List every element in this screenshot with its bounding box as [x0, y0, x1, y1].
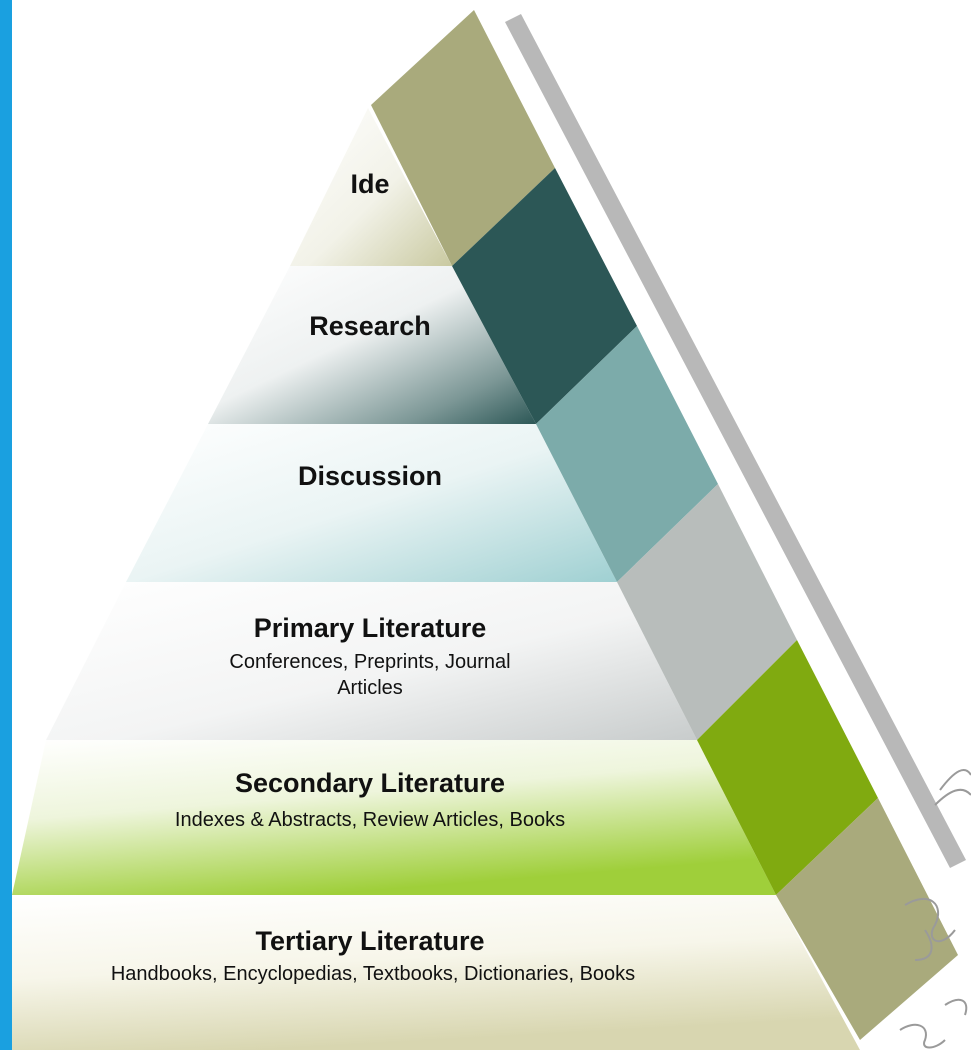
tier-research	[208, 266, 536, 424]
watermark-outline	[899, 769, 971, 1049]
tier-discussion	[126, 424, 617, 582]
level-primary-title: Primary Literature	[253, 613, 487, 643]
level-primary-subtitle-line2: Articles	[337, 677, 403, 699]
level-research-title: Research	[309, 311, 431, 341]
tier-idea	[290, 108, 452, 266]
tier-primary	[46, 582, 697, 740]
left-accent-bar	[0, 0, 12, 1050]
band-tertiary	[776, 798, 958, 1040]
band-idea	[371, 10, 555, 266]
level-idea-title: Ide	[350, 169, 390, 199]
band-primary	[617, 484, 797, 740]
level-discussion-title: Discussion	[297, 461, 443, 491]
level-tertiary-title: Tertiary Literature	[255, 926, 485, 956]
level-secondary-subtitle: Indexes & Abstracts, Review Articles, Bo…	[174, 809, 566, 831]
level-secondary-title: Secondary Literature	[234, 768, 506, 798]
band-discussion	[536, 326, 718, 582]
tier-secondary	[12, 740, 776, 895]
side-rail	[505, 14, 966, 868]
band-research	[452, 168, 637, 424]
band-secondary	[697, 640, 878, 895]
tier-tertiary	[12, 895, 860, 1050]
level-tertiary-subtitle: Handbooks, Encyclopedias, Textbooks, Dic…	[110, 963, 636, 985]
level-primary-subtitle-line1: Conferences, Preprints, Journal	[229, 651, 511, 673]
